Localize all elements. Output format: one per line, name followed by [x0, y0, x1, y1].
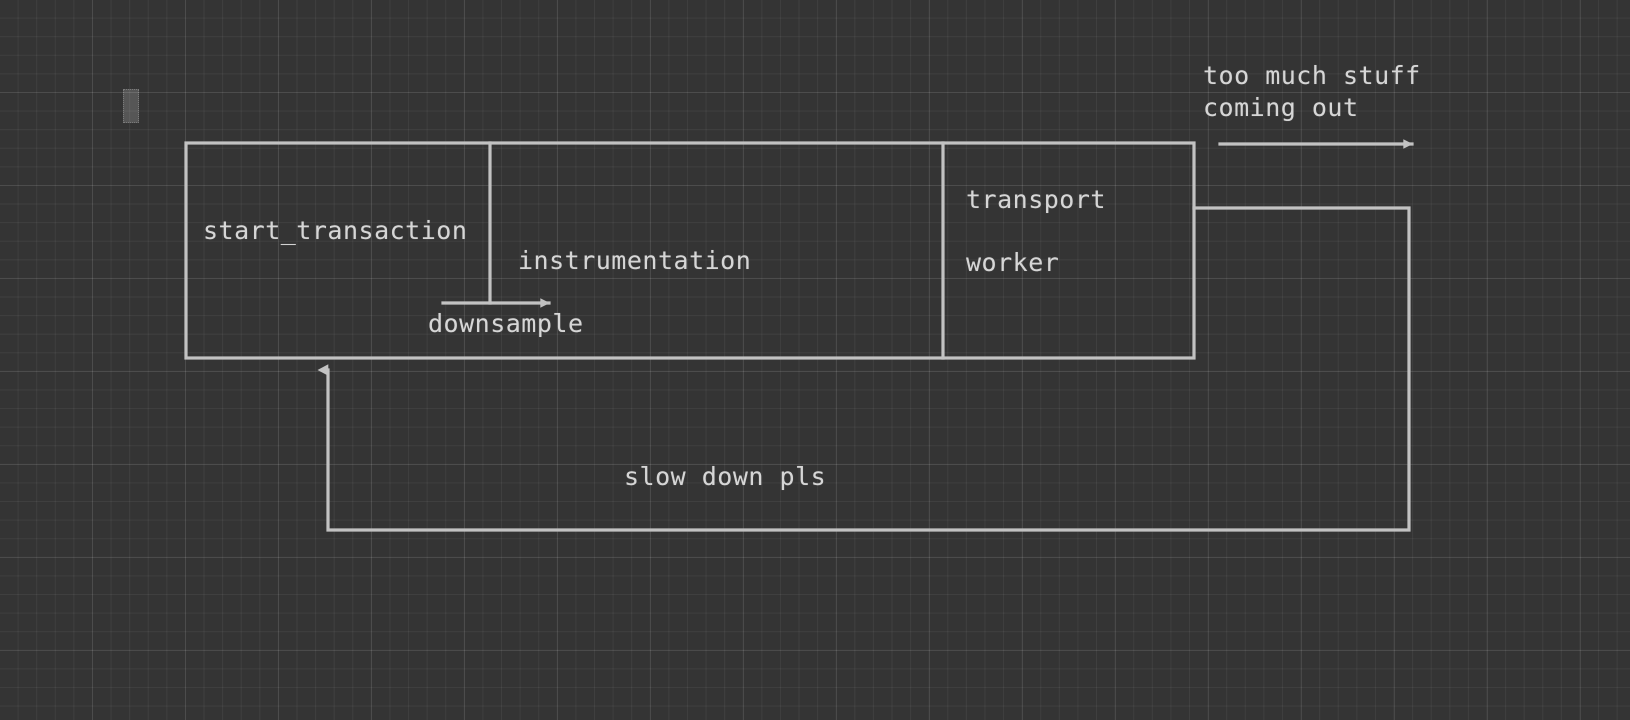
label-downsample: downsample: [428, 309, 584, 338]
label-instrumentation: instrumentation: [518, 246, 752, 275]
label-worker: worker: [966, 248, 1060, 277]
label-start-transaction: start_transaction: [203, 216, 468, 245]
label-slow-down-pls: slow down pls: [624, 462, 827, 491]
too-much-line-2: coming out: [1203, 93, 1359, 122]
label-too-much-stuff-coming-out: too much stuff coming out: [1203, 60, 1421, 124]
label-transport: transport: [966, 185, 1106, 214]
producer-box[interactable]: [184, 141, 1196, 360]
backpressure-loop: [317, 206, 1411, 532]
text-cursor-selection-marker: [123, 89, 139, 123]
too-much-line-1: too much stuff: [1203, 61, 1421, 90]
